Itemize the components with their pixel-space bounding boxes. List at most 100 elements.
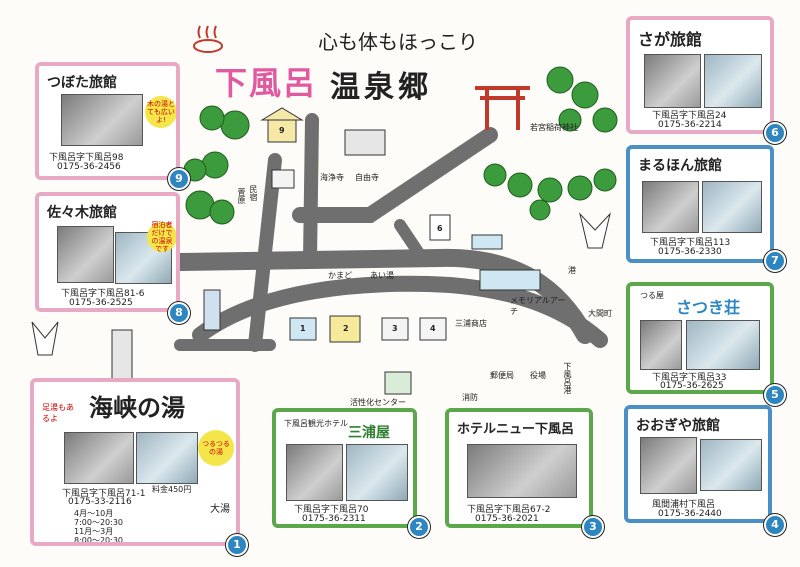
inn-subtitle: 下風呂観光ホテル — [284, 419, 348, 428]
label-port: 下風呂港 — [563, 362, 572, 394]
inn-subtitle: つる屋 — [640, 291, 664, 300]
inn-photo — [64, 432, 134, 484]
title-part1: 下風呂 — [215, 64, 318, 102]
inn-tel: 0175-36-2330 — [658, 247, 722, 257]
label-fire: 消防 — [462, 393, 478, 402]
torii-gate — [475, 86, 530, 130]
inn-hours-1: 7:00〜20:30 — [74, 518, 124, 527]
label-center: 活性化センター — [350, 398, 406, 407]
inn-card-7[interactable]: まるほん旅館 下風呂字下風呂113 0175-36-2330 — [626, 145, 774, 263]
inn-bath-photo — [136, 432, 198, 484]
label-temple2: 自由寺 — [355, 173, 379, 182]
label-kamado: かまど — [328, 271, 352, 280]
road-center-vertical — [303, 113, 319, 267]
inn-corner-label: 足湯もあるよ — [42, 403, 74, 423]
inn-side-label: 大湯 — [210, 504, 230, 515]
inn-badge-9: 9 — [168, 168, 190, 190]
inn-name: まるほん旅館 — [638, 158, 722, 174]
map-number-9: 9 — [279, 126, 285, 135]
road-branch — [394, 219, 426, 261]
inn-address: 下風呂字下風呂33 — [652, 373, 727, 383]
inn-photo — [644, 54, 701, 108]
map-number-1: 1 — [300, 324, 306, 333]
inn-name: 三浦屋 — [348, 425, 390, 441]
map-number-2: 2 — [343, 324, 349, 333]
inn-tel: 0175-36-2440 — [658, 509, 722, 519]
label-temple1: 海浄寺 — [320, 173, 344, 182]
label-post: 郵便局 — [490, 371, 514, 380]
inn-name: さが旅館 — [638, 30, 703, 49]
inn-card-4[interactable]: おおぎや旅館 風間浦村下風呂 0175-36-2440 — [624, 405, 772, 523]
inn-photo — [640, 320, 682, 370]
inn-photo — [642, 181, 699, 233]
inn-hours-0: 4月〜10月 — [74, 509, 114, 518]
inn-card-3[interactable]: ホテルニュー下風呂 下風呂字下風呂67-2 0175-36-2021 — [445, 408, 593, 528]
inn-card-5[interactable]: つる屋 さつき荘 下風呂字下風呂33 0175-36-2625 — [626, 282, 774, 394]
onsen-symbol — [193, 25, 223, 53]
map-number-3: 3 — [392, 324, 398, 333]
inn-address: 下風呂字下風呂98 — [49, 153, 124, 163]
inn-badge-6: 6 — [764, 122, 786, 144]
inn-name: おおぎや旅館 — [636, 418, 720, 434]
inn-name: 海峡の湯 — [89, 394, 185, 422]
label-office: 役場 — [530, 371, 546, 380]
inn-badge-4: 4 — [764, 514, 786, 536]
inn-badge-7: 7 — [764, 250, 786, 272]
label-memorial: メモリアルアーチ — [510, 296, 566, 316]
inn-tel: 0175-36-2456 — [57, 162, 121, 172]
buildings — [111, 107, 541, 395]
inn-card-2[interactable]: 下風呂観光ホテル 三浦屋 下風呂字下風呂70 0175-36-2311 — [272, 408, 417, 528]
inn-badge-8: 8 — [168, 302, 190, 324]
inn-hours-3: 8:00〜20:30 — [74, 536, 124, 545]
inn-badge-2: 2 — [408, 516, 430, 538]
inn-name: 佐々木旅館 — [47, 205, 117, 221]
label-aiyu: あい湯 — [370, 271, 394, 280]
inn-address: 下風呂字下風呂24 — [652, 111, 727, 121]
trees — [183, 66, 618, 225]
inn-photo — [57, 226, 114, 283]
label-shrine: 若宮稲荷神社 — [530, 123, 578, 132]
inn-photo — [61, 94, 143, 146]
inn-tel: 0175-36-2021 — [475, 514, 539, 524]
inn-name: さつき荘 — [676, 298, 741, 317]
inn-card-1[interactable]: 海峡の湯 足湯もあるよ つるつるの湯 料金450円 大湯 下風呂字下風呂71-1… — [30, 378, 240, 546]
inn-tel: 0175-36-2625 — [660, 381, 724, 391]
road-diagonal — [292, 127, 498, 223]
inn-name: ホテルニュー下風呂 — [457, 422, 575, 437]
inn-photo — [467, 444, 577, 498]
inn-address: 下風呂字下風呂67-2 — [467, 505, 551, 515]
inn-tel: 0175-36-2214 — [658, 120, 722, 130]
inn-bath-photo — [702, 181, 762, 233]
inn-bath-photo — [686, 320, 760, 370]
inn-photo — [640, 437, 697, 494]
title-part2: 温泉郷 — [330, 70, 432, 105]
label-ohmachi: 大間町 — [588, 309, 612, 318]
inn-sticker: つるつるの湯 — [198, 430, 234, 466]
inn-badge-1: 1 — [226, 534, 248, 556]
inn-bath-photo — [704, 54, 762, 108]
inn-bath-photo — [346, 444, 408, 501]
inn-address: 下風呂字下風呂70 — [294, 505, 369, 515]
inn-badge-3: 3 — [582, 516, 604, 538]
map-number-4: 4 — [430, 324, 436, 333]
inn-address: 下風呂字下風呂71-1 — [62, 489, 146, 499]
inn-tel: 0175-33-2116 — [68, 497, 132, 507]
label-minshuku: 民宿 — [249, 185, 258, 201]
inn-name: つぼた旅館 — [47, 75, 117, 91]
inn-tel: 0175-36-2525 — [69, 298, 133, 308]
inn-card-6[interactable]: さが旅館 下風呂字下風呂24 0175-36-2214 — [626, 16, 774, 134]
inn-address: 風間浦村下風呂 — [652, 500, 716, 510]
inn-bath-photo — [700, 439, 762, 491]
squid-illustration — [31, 212, 611, 356]
inn-card-8[interactable]: 佐々木旅館 宿泊者だけでの温泉です 下風呂字下風呂81-6 0175-36-25… — [35, 192, 180, 312]
inn-card-9[interactable]: つぼた旅館 木の湯とても広いよ! 下風呂字下風呂98 0175-36-2456 — [35, 62, 180, 180]
inn-tel: 0175-36-2311 — [302, 514, 366, 524]
inn-fee: 料金450円 — [152, 485, 192, 494]
inn-badge-5: 5 — [764, 384, 786, 406]
label-harbor: 港 — [568, 266, 576, 275]
inn-sticker: 木の湯とても広いよ! — [145, 96, 176, 128]
map-number-6: 6 — [437, 224, 443, 233]
inn-sticker: 宿泊者だけでの温泉です — [147, 221, 176, 253]
